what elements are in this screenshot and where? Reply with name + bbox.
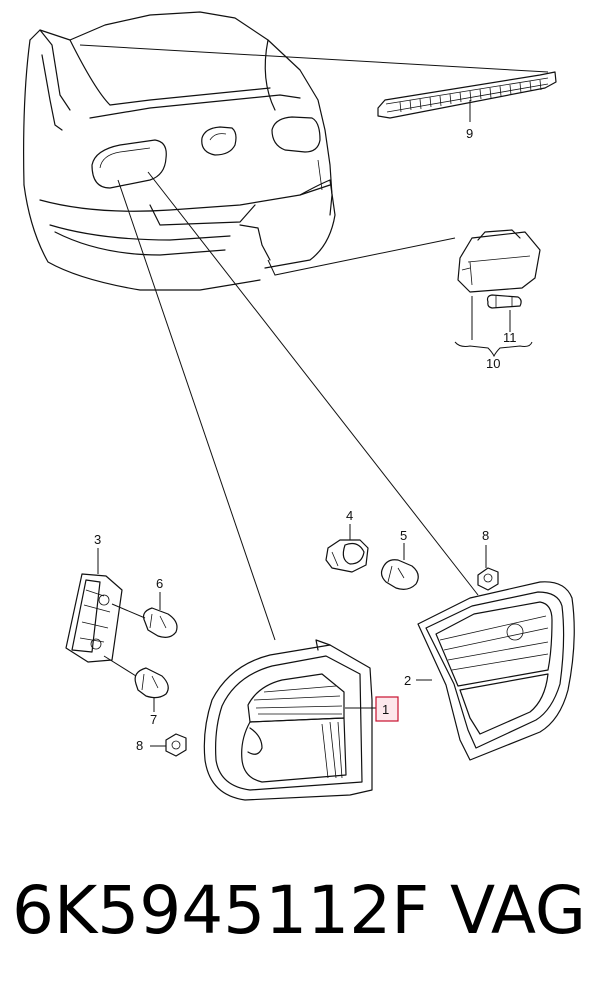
callout-4: 4 [346,508,353,523]
callout-7: 7 [150,712,157,727]
leader-lines [79,44,549,641]
callout-6: 6 [156,576,163,591]
highlight-box-1 [375,696,399,722]
callout-8-bottom: 8 [136,738,143,753]
inner-tail-light [416,581,575,761]
brand-label: VAG [449,872,586,949]
parts-diagram: 1 2 3 4 5 6 7 8 8 9 10 11 [23,11,575,801]
bulb-6 [111,592,178,638]
callout-5: 5 [400,528,407,543]
part-number: 6K5945112F [12,872,430,949]
callout-1: 1 [382,702,389,717]
nut-8-bottom [150,733,187,757]
callout-3: 3 [94,532,101,547]
callout-11: 11 [503,330,517,345]
outer-tail-light [203,639,376,801]
license-plate-light [454,229,541,358]
bulb-carrier [65,548,123,663]
bulb-socket [325,524,369,573]
callout-labels: 1 2 3 4 5 6 7 8 8 9 10 11 [94,126,517,753]
nut-8-top [477,545,499,591]
callout-10: 10 [486,356,500,371]
car-rear-illustration [23,11,336,291]
bulb-7 [103,655,169,712]
callout-9: 9 [466,126,473,141]
third-brake-light [377,71,557,122]
bulb-5 [380,543,419,590]
callout-2: 2 [404,673,411,688]
callout-8-top: 8 [482,528,489,543]
